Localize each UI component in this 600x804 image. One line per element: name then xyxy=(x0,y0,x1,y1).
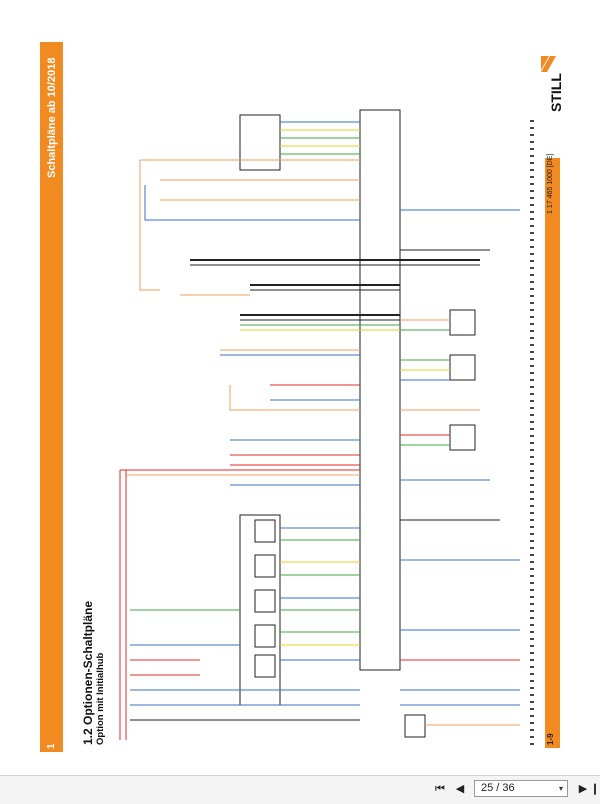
side-title-band xyxy=(40,42,63,752)
section-title: 1.2 Optionen-Schaltpläne xyxy=(81,600,95,745)
page-number-value: 25 / 36 xyxy=(481,782,515,794)
band-page-number: 1 xyxy=(46,743,57,749)
next-page-icon[interactable]: ▶ xyxy=(578,783,588,795)
first-page-icon[interactable]: ⏮ xyxy=(435,783,445,795)
document-page: Schaltpläne ab 10/2018 1 1.2 Optionen-Sc… xyxy=(40,42,567,752)
page-number-select[interactable]: 25 / 36 ▾ xyxy=(474,780,568,797)
previous-page-icon[interactable]: ◀ xyxy=(455,783,465,795)
viewer-toolbar: ⏮ ◀ 25 / 36 ▾ ▶ ❙ xyxy=(0,775,600,804)
last-page-icon[interactable]: ❙ xyxy=(590,783,600,795)
document-number: 1 17 465 1000 [DE] xyxy=(547,153,554,214)
wiring-schematic xyxy=(119,109,520,740)
still-logo: STILL xyxy=(539,56,567,112)
right-orange-strip xyxy=(545,158,560,748)
margin-tick-marks xyxy=(530,120,534,750)
page-footer-number: 1-9 xyxy=(546,733,555,745)
band-title: Schaltpläne ab 10/2018 xyxy=(46,57,58,178)
chevron-down-icon[interactable]: ▾ xyxy=(558,784,563,793)
document-viewer: Schaltpläne ab 10/2018 1 1.2 Optionen-Sc… xyxy=(40,42,567,752)
svg-text:STILL: STILL xyxy=(548,73,564,112)
